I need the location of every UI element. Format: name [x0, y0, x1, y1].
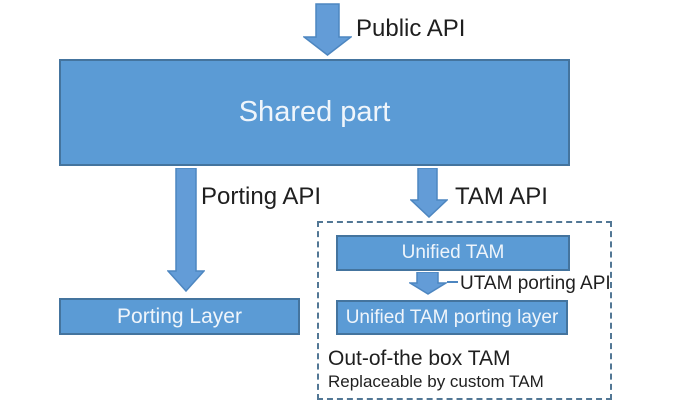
tam-api-down-arrow-icon	[410, 168, 448, 218]
replaceable-by-custom-tam-caption: Replaceable by custom TAM	[328, 372, 544, 391]
porting-api-label: Porting API	[201, 183, 322, 210]
public-api-down-arrow-icon	[303, 3, 352, 56]
out-of-the-box-tam-caption: Out-of-the box TAM	[328, 347, 511, 370]
utam-porting-arrow-tail	[447, 281, 458, 283]
tam-api-label: TAM API	[455, 183, 548, 210]
porting-api-down-arrow-icon	[167, 168, 205, 292]
unified-tam-porting-layer-box: Unified TAM porting layer	[336, 300, 568, 335]
tam-dashed-region	[317, 221, 612, 400]
unified-tam-box: Unified TAM	[336, 235, 570, 271]
unified-tam-box-label: Unified TAM	[401, 242, 505, 263]
unified-tam-porting-layer-box-label: Unified TAM porting layer	[345, 306, 559, 328]
porting-layer-box: Porting Layer	[59, 298, 300, 335]
public-api-label: Public API	[356, 15, 466, 42]
shared-part-box-label: Shared part	[238, 96, 391, 128]
porting-layer-box-label: Porting Layer	[117, 304, 242, 328]
shared-part-box: Shared part	[59, 59, 570, 166]
utam-porting-api-label: UTAM porting API	[460, 273, 611, 294]
utam-porting-down-arrow-icon	[409, 272, 447, 295]
